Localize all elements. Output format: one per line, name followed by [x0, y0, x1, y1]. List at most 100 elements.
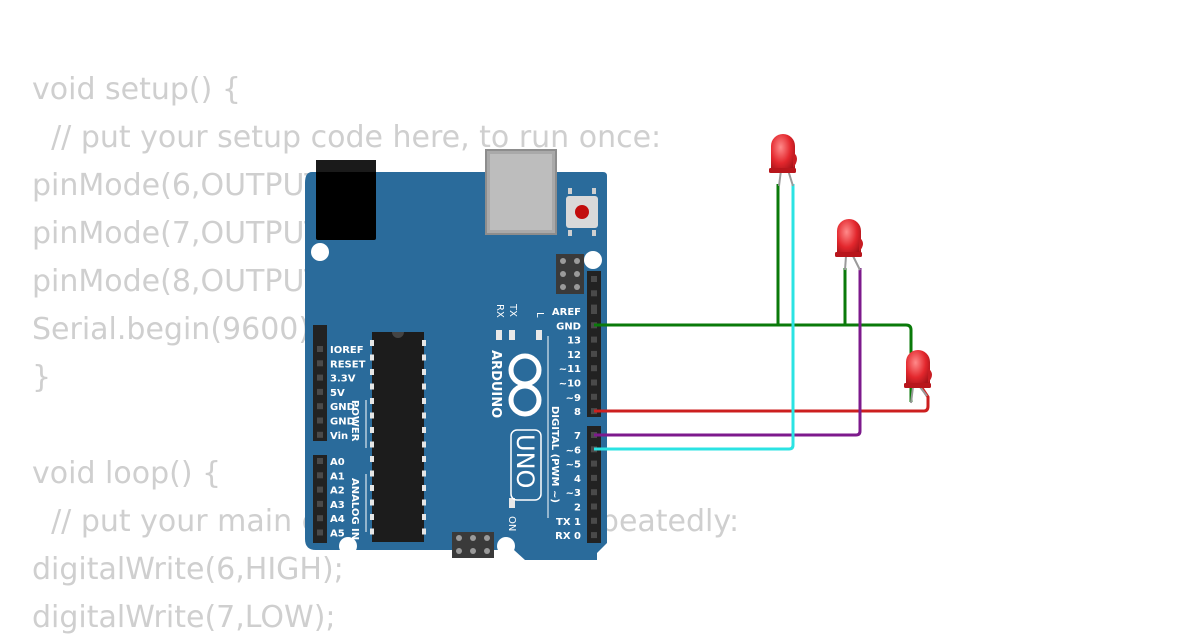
pin-label: 4: [574, 474, 581, 485]
pin-label: AREF: [552, 307, 581, 318]
header-pin[interactable]: [317, 500, 323, 507]
rx-led-label: RX: [494, 304, 505, 318]
header-pin[interactable]: [591, 489, 597, 496]
mounting-hole: [584, 251, 602, 269]
pin-label: RX 0: [555, 531, 581, 542]
header-pin[interactable]: [591, 304, 597, 311]
reset-button[interactable]: [566, 188, 598, 236]
mounting-hole: [339, 537, 357, 555]
header-pin[interactable]: [317, 403, 323, 410]
digital-header-top: [587, 271, 601, 417]
code-line: Serial.begin(9600);: [32, 312, 321, 347]
code-line: void setup() {: [32, 72, 241, 107]
header-pin[interactable]: [591, 308, 597, 314]
icsp-header-bottom: [452, 532, 494, 558]
wire-pin7[interactable]: [594, 268, 862, 437]
wire-pin6[interactable]: [594, 184, 795, 451]
power-header-label: POWER: [349, 400, 360, 442]
header-pin[interactable]: [591, 336, 597, 343]
led-2[interactable]: [835, 219, 863, 271]
pin-label: GND: [330, 417, 355, 428]
header-pin[interactable]: [317, 486, 323, 493]
header-pin[interactable]: [591, 365, 597, 372]
header-pin[interactable]: [317, 515, 323, 522]
pin-label: 7: [574, 431, 581, 442]
pin-label: GND: [556, 321, 581, 332]
pin-labels: IOREFRESET3.3V5VGNDGNDVinA0A1A2A3A4A5ARE…: [330, 307, 581, 542]
pin-label: ~5: [566, 460, 581, 471]
arduino-uno-board[interactable]: TX RX L ON ARDUINO UNO POWER ANALOG IN D…: [305, 149, 607, 560]
pin-label: IOREF: [330, 345, 364, 356]
header-pin[interactable]: [591, 276, 597, 282]
header-pin[interactable]: [591, 532, 597, 539]
pin-label: A4: [330, 514, 345, 525]
pin-label: ~11: [559, 364, 581, 375]
pin-label: ~10: [559, 379, 581, 390]
board-model: UNO: [511, 434, 539, 488]
code-line: digitalWrite(7,LOW);: [32, 600, 336, 635]
wire-gnd[interactable]: [594, 184, 780, 327]
led-3[interactable]: [904, 350, 932, 404]
code-line: pinMode(7,OUTPUT);: [32, 216, 345, 251]
header-pin[interactable]: [591, 290, 597, 297]
header-pin[interactable]: [317, 388, 323, 395]
header-pin[interactable]: [591, 517, 597, 524]
header-pin[interactable]: [591, 503, 597, 510]
pin-label: A1: [330, 471, 345, 482]
wires: [594, 184, 930, 451]
header-pin[interactable]: [317, 374, 323, 381]
pin-label: 8: [574, 407, 581, 418]
arduino-logo: [508, 353, 542, 417]
mounting-hole: [311, 243, 329, 261]
pin-label: TX 1: [556, 517, 581, 528]
header-pin[interactable]: [591, 350, 597, 357]
pin-label: A3: [330, 500, 345, 511]
pin-label: 5V: [330, 388, 345, 399]
pin-label: 13: [567, 336, 581, 347]
pin-label: 2: [574, 503, 581, 514]
chip-pins: [370, 340, 426, 535]
header-pin[interactable]: [317, 346, 323, 352]
icsp-header-top: [556, 254, 584, 294]
led-1[interactable]: [769, 134, 797, 187]
header-pin[interactable]: [317, 360, 323, 367]
power-jack: [316, 160, 376, 240]
uno-badge: [510, 429, 542, 501]
header-pin[interactable]: [317, 458, 323, 464]
analog-header-label: ANALOG IN: [349, 478, 360, 540]
header-pin[interactable]: [317, 472, 323, 479]
pin-label: ~9: [566, 393, 581, 404]
atmega-chip: [372, 332, 424, 542]
code-line: }: [32, 360, 52, 395]
pin-label: A5: [330, 529, 345, 540]
pin-label: A2: [330, 486, 345, 497]
header-pin[interactable]: [317, 529, 323, 536]
on-led-label: ON: [506, 516, 517, 531]
wire-gnd[interactable]: [845, 323, 913, 402]
mounting-hole: [497, 537, 515, 555]
code-line: pinMode(6,OUTPUT);: [32, 168, 345, 203]
tx-led-label: TX: [507, 303, 518, 317]
header-pin[interactable]: [317, 431, 323, 438]
pin-label: RESET: [330, 359, 366, 370]
header-pin[interactable]: [591, 379, 597, 386]
header-pin[interactable]: [317, 417, 323, 424]
header-pin[interactable]: [591, 474, 597, 481]
pin-label: GND: [330, 402, 355, 413]
pin-label: ~6: [566, 445, 581, 456]
board-leds: [496, 330, 542, 508]
pin-label: 3.3V: [330, 374, 356, 385]
board-brand: ARDUINO: [488, 350, 503, 418]
code-line: void loop() {: [32, 456, 222, 491]
analog-header: [313, 455, 327, 543]
pin-label: ~3: [566, 488, 581, 499]
header-pin[interactable]: [591, 460, 597, 467]
wire-pin8[interactable]: [594, 387, 930, 413]
pin-label: 12: [567, 350, 581, 361]
wire-gnd[interactable]: [778, 268, 847, 327]
header-pin[interactable]: [591, 393, 597, 400]
code-line: pinMode(8,OUTPUT);: [32, 264, 345, 299]
digital-header-label: DIGITAL (PWM ~): [549, 406, 560, 503]
code-line: digitalWrite(6,HIGH);: [32, 552, 344, 587]
